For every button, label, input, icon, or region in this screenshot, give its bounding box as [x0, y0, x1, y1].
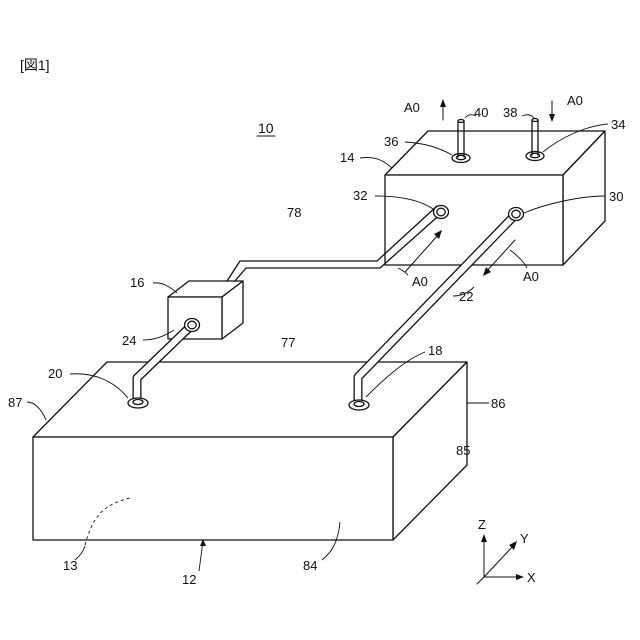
leader-38 — [522, 115, 534, 118]
label-38: 38 — [503, 105, 517, 120]
flow-label-top-left: A0 — [404, 100, 420, 115]
label-24: 24 — [122, 333, 136, 348]
label-77: 77 — [281, 335, 295, 350]
label-20: 20 — [48, 366, 62, 381]
label-36: 36 — [384, 134, 398, 149]
label-34: 34 — [611, 117, 625, 132]
leader-a0-pipe78 — [398, 268, 408, 275]
lower-box-12 — [33, 362, 467, 540]
port-20 — [128, 398, 148, 408]
label-13: 13 — [63, 558, 77, 573]
filter-box-front-face — [168, 297, 222, 339]
axis-label-y: Y — [520, 531, 529, 546]
upper-box-14 — [385, 131, 605, 265]
leader-87 — [27, 402, 46, 420]
figure-label: [図1] — [20, 57, 50, 73]
flow-label-pipe78: A0 — [412, 274, 428, 289]
assembly-number: 10 — [258, 120, 274, 136]
axis-label-x: X — [527, 570, 536, 585]
flow-label-top-right: A0 — [567, 93, 583, 108]
leader-16 — [153, 283, 177, 293]
label-87: 87 — [8, 395, 22, 410]
label-12: 12 — [182, 572, 196, 587]
label-86: 86 — [491, 396, 505, 411]
label-30: 30 — [609, 189, 623, 204]
lower-box-front-face-84 — [33, 437, 393, 540]
label-40: 40 — [474, 105, 488, 120]
flow-arrowhead-in — [549, 114, 555, 122]
label-84: 84 — [303, 558, 317, 573]
lower-box-top-face-77 — [33, 362, 467, 437]
label-14: 14 — [340, 150, 354, 165]
label-85: 85 — [456, 443, 470, 458]
port-18 — [349, 400, 369, 410]
label-18: 18 — [428, 343, 442, 358]
flow-label-pipe22: A0 — [523, 269, 539, 284]
label-78: 78 — [287, 205, 301, 220]
axis-label-z: Z — [478, 517, 486, 532]
leader-14 — [360, 157, 392, 168]
filter-box-16 — [168, 281, 243, 339]
label-22: 22 — [459, 289, 473, 304]
label-16: 16 — [130, 275, 144, 290]
coordinate-axes — [477, 534, 524, 584]
flow-arrowhead-out — [440, 99, 446, 107]
label-32: 32 — [353, 188, 367, 203]
